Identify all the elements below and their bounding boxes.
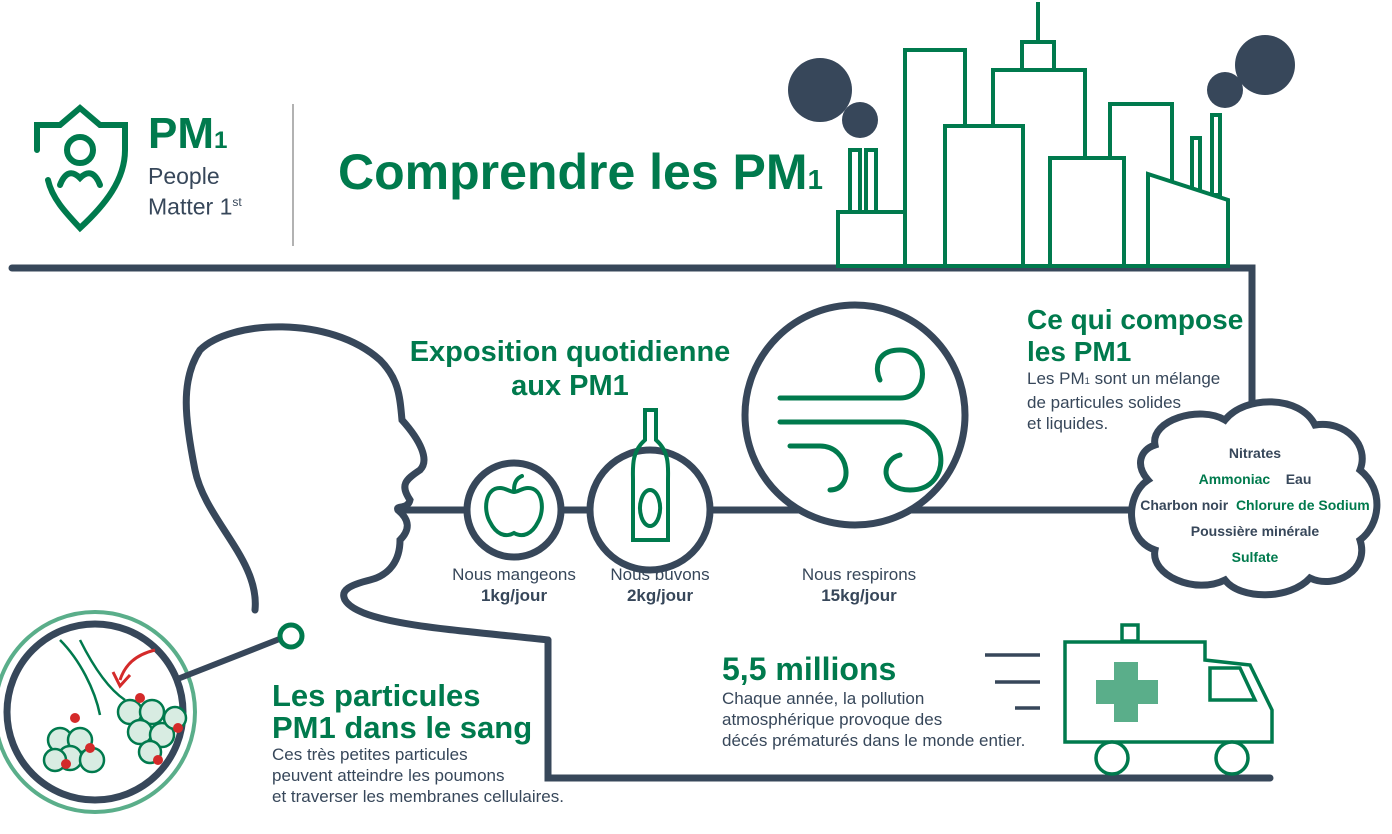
bottom-line bbox=[544, 636, 1274, 782]
exposure-value: 2kg/jour bbox=[626, 586, 694, 605]
exposure-value: 1kg/jour bbox=[480, 586, 548, 605]
exposure-label: Nous buvons bbox=[610, 565, 710, 584]
blood-line3: et traverser les membranes cellulaires. bbox=[272, 787, 564, 806]
logo: PM1 People Matter 1st bbox=[148, 112, 242, 220]
connector-node bbox=[277, 622, 305, 650]
exposure-value: 15kg/jour bbox=[821, 586, 897, 605]
logo-line1: People bbox=[148, 163, 220, 189]
exposure-label: Nous respirons bbox=[801, 565, 917, 584]
deaths-section: 5,5 millions Chaque année, la pollution … bbox=[722, 650, 1025, 751]
ambulance-icon bbox=[985, 623, 1274, 776]
apple-icon bbox=[484, 474, 544, 538]
page-title-sub: 1 bbox=[807, 164, 823, 195]
exposure-title-line1: Exposition quotidienne bbox=[409, 336, 731, 368]
alveoli-icon bbox=[42, 639, 188, 774]
composition-desc-sub: 1 bbox=[1084, 376, 1090, 386]
composition-title-line1: Ce qui compose bbox=[1027, 304, 1244, 335]
bottle-circle bbox=[586, 446, 714, 574]
blood-section: Les particules PM1 dans le sang Ces très… bbox=[272, 680, 564, 807]
blood-title-line2: PM1 dans le sang bbox=[272, 710, 533, 745]
lungs-connector bbox=[173, 635, 284, 683]
deaths-title: 5,5 millions bbox=[722, 651, 897, 687]
particle-dots bbox=[61, 693, 183, 769]
component-item: Charbon noir bbox=[1140, 497, 1229, 513]
blood-line1: Ces très petites particules bbox=[272, 745, 468, 764]
apple-circle bbox=[463, 459, 565, 561]
components-cloud bbox=[1128, 398, 1381, 599]
composition-desc-line1: sont un mélange bbox=[1089, 369, 1221, 388]
deaths-line3: décés prématurés dans le monde entier. bbox=[722, 731, 1026, 750]
red-arrow-icon bbox=[111, 648, 156, 689]
page-title-text: Comprendre les PM bbox=[338, 144, 808, 200]
composition-section: Ce qui compose les PM1 Les PM1 sont un m… bbox=[1027, 304, 1243, 434]
deaths-line1: Chaque année, la pollution bbox=[722, 689, 925, 708]
composition-title-line2: les PM1 bbox=[1027, 336, 1132, 367]
head-silhouette bbox=[182, 323, 552, 644]
wind-circle bbox=[741, 301, 969, 529]
composition-desc-line2: de particules solides bbox=[1027, 393, 1182, 412]
exposure-label: Nous mangeons bbox=[452, 565, 576, 584]
component-item: Eau bbox=[1285, 471, 1312, 487]
logo-line2: Matter 1 bbox=[148, 193, 233, 220]
exposure-item-eat: Nous mangeons 1kg/jour bbox=[434, 564, 594, 606]
component-item: Nitrates bbox=[1228, 445, 1282, 461]
page-title: Comprendre les PM1 bbox=[338, 142, 823, 210]
component-item: Ammoniac bbox=[1198, 471, 1271, 487]
header-divider-line bbox=[8, 264, 1256, 424]
shield-person-icon bbox=[34, 104, 128, 233]
blood-line2: peuvent atteindre les poumons bbox=[272, 766, 505, 785]
deaths-line2: atmosphérique provoque des bbox=[722, 710, 943, 729]
composition-desc-line3: et liquides. bbox=[1027, 414, 1109, 433]
component-item: Poussière minérale bbox=[1190, 523, 1320, 539]
logo-line2-sup: st bbox=[232, 195, 242, 209]
exposure-item-drink: Nous buvons 2kg/jour bbox=[580, 564, 740, 606]
logo-brand-sub: 1 bbox=[214, 127, 228, 154]
medical-cross-icon bbox=[1096, 662, 1158, 722]
wind-icon bbox=[777, 347, 944, 493]
logo-brand: PM bbox=[148, 109, 214, 158]
component-item: Chlorure de Sodium bbox=[1235, 497, 1370, 513]
components-list: Nitrates Ammoniac Eau Charbon noir Chlor… bbox=[1130, 440, 1380, 570]
bottle-icon bbox=[630, 408, 671, 542]
component-item: Sulfate bbox=[1231, 549, 1279, 565]
composition-desc-pre: Les PM bbox=[1027, 369, 1085, 388]
lungs-outer-ring bbox=[0, 610, 197, 814]
exposure-title-line2: aux PM1 bbox=[511, 370, 629, 402]
blood-title-line1: Les particules bbox=[272, 678, 481, 713]
exposure-title: Exposition quotidienne aux PM1 bbox=[400, 335, 740, 403]
city-icon bbox=[788, 2, 1295, 268]
exposure-item-breathe: Nous respirons 15kg/jour bbox=[779, 564, 939, 606]
